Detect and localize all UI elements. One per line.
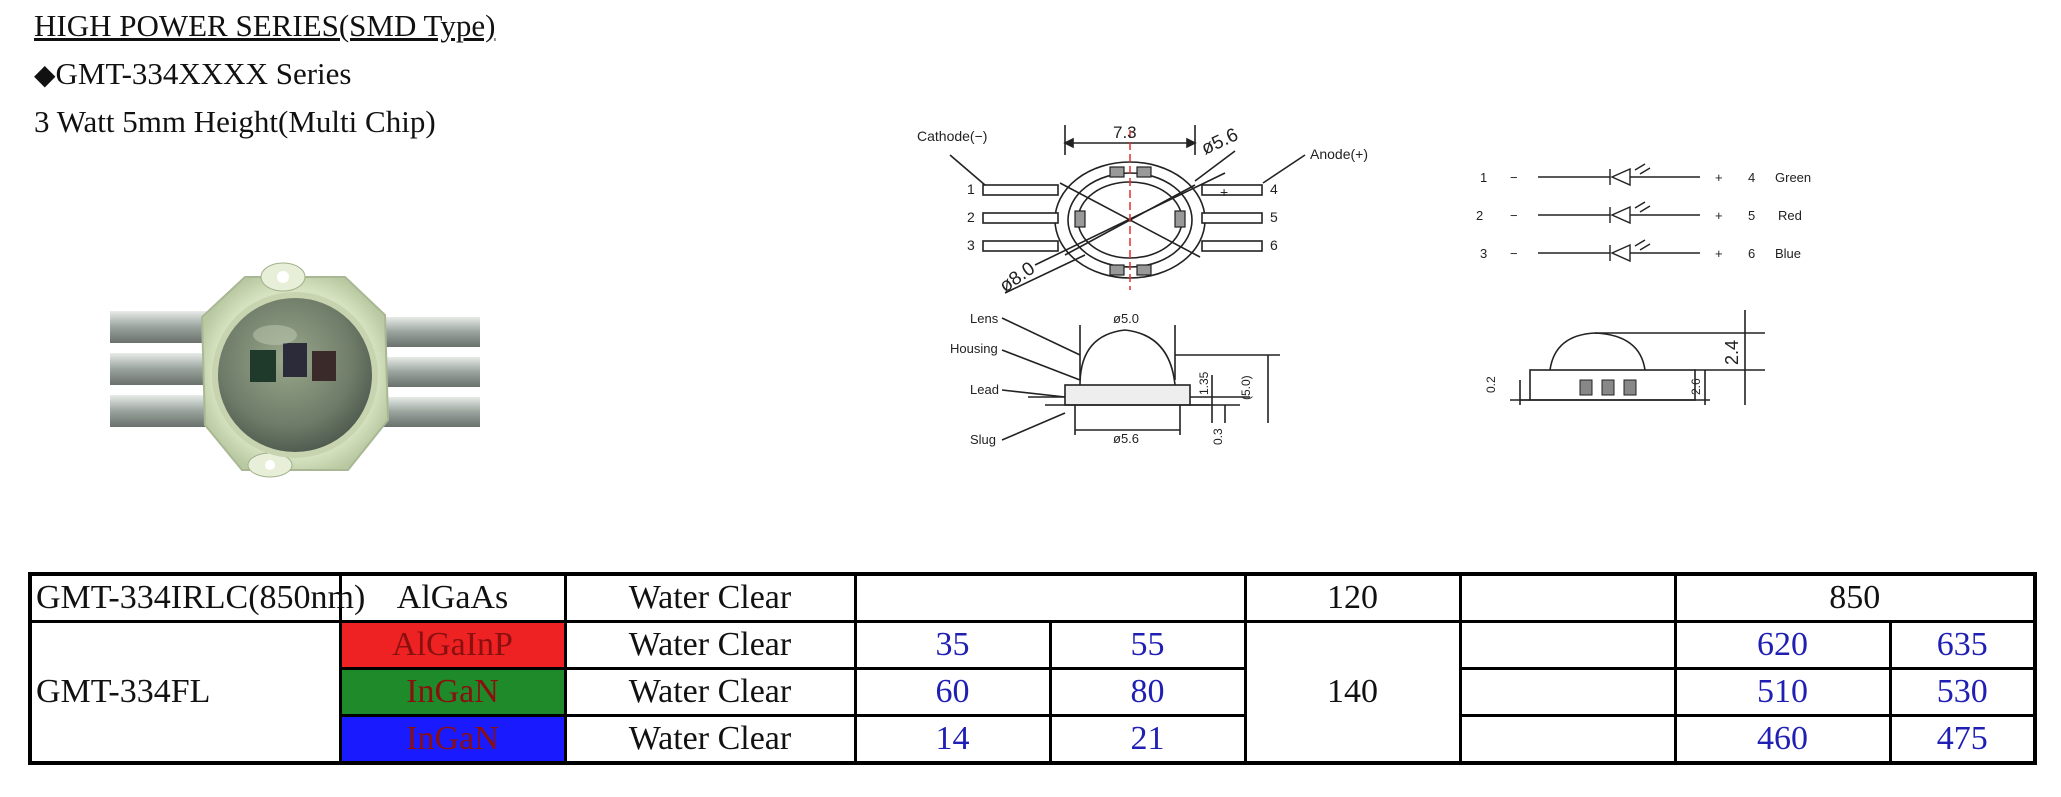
empty-cell (1458, 572, 1677, 623)
schematic-green: Green (1775, 170, 1811, 185)
angle-cell: 140 (1243, 620, 1462, 765)
pin-6: 6 (1270, 237, 1278, 253)
slug-label: Slug (970, 432, 996, 447)
intensity-min: 35 (853, 620, 1052, 670)
material-cell-green: InGaN (338, 666, 567, 717)
lens-label: Lens (970, 311, 999, 326)
circuit-schematic: 1 − 4 + Green 2 − 5 + Red 3 − 6 + Blue (1476, 163, 1811, 263)
wavelength-max: 530 (1888, 666, 2037, 717)
angle-cell: 120 (1243, 572, 1462, 623)
intensity-min: 60 (853, 666, 1052, 717)
pin-2: 2 (967, 209, 975, 225)
table-row: InGaN Water Clear 14 21 460 475 (30, 713, 2037, 765)
material-cell-blue: InGaN (338, 713, 567, 765)
schematic-red: Red (1778, 208, 1802, 223)
dim-2-4: 2.4 (1722, 340, 1742, 365)
wavelength-min: 620 (1673, 620, 1892, 670)
side-view-drawing: Lens Housing Lead Slug ø5.0 ø5.6 1.35 (5… (950, 311, 1280, 447)
schematic-pin-3: 3 (1480, 246, 1487, 261)
pin-3: 3 (967, 237, 975, 253)
part-number-ir: GMT-334IRLC(850nm) (28, 572, 365, 623)
diamond-bullet-icon: ◆ (34, 58, 56, 91)
empty-cell (1458, 713, 1677, 765)
body-diameter: ø8.0 (996, 258, 1039, 297)
dim-2-6: 2.6 (1689, 378, 1703, 395)
lead-label: Lead (970, 382, 999, 397)
intensity-max: 80 (1048, 666, 1247, 717)
schematic-blue: Blue (1775, 246, 1801, 261)
schematic-pin-1: 1 (1480, 170, 1487, 185)
led-leads-left (110, 311, 210, 427)
wavelength-min: 510 (1673, 666, 1892, 717)
dim-0-2: 0.2 (1484, 376, 1498, 393)
dim-1-35: 1.35 (1197, 371, 1211, 395)
series-name: ◆GMT-334XXXX Series (34, 56, 351, 93)
svg-text:+: + (1715, 170, 1723, 185)
lens-cell: Water Clear (563, 620, 857, 670)
svg-text:+: + (1715, 208, 1723, 223)
intensity-max: 21 (1048, 713, 1247, 765)
dim-0-3: 0.3 (1211, 428, 1225, 445)
width-dimension: 7.3 (1113, 123, 1137, 142)
material-cell: AlGaAs (338, 572, 567, 623)
lens-diameter: ø5.6 (1198, 124, 1241, 159)
pin-4: 4 (1270, 181, 1278, 197)
schematic-pin-2: 2 (1476, 208, 1483, 223)
lens-cell: Water Clear (563, 713, 857, 765)
material-cell-red: AlGaInP (338, 620, 567, 670)
wavelength-cell: 850 (1673, 572, 2037, 623)
wavelength-min: 460 (1673, 713, 1892, 765)
svg-text:+: + (1220, 184, 1228, 200)
svg-text:−: − (1510, 208, 1518, 223)
schematic-pin-5: 5 (1748, 208, 1755, 223)
page-title: HIGH POWER SERIES(SMD Type) (34, 8, 496, 43)
svg-text:−: − (1510, 170, 1518, 185)
intensity-min: 14 (853, 713, 1052, 765)
led-photo (110, 262, 480, 478)
wavelength-max: 635 (1888, 620, 2037, 670)
wavelength-max: 475 (1888, 713, 2037, 765)
empty-cell (1458, 666, 1677, 717)
housing-label: Housing (950, 341, 998, 356)
anode-label: Anode(+) (1310, 146, 1368, 162)
pin-1: 1 (967, 181, 975, 197)
schematic-pin-6: 6 (1748, 246, 1755, 261)
series-label: GMT-334XXXX Series (55, 56, 352, 91)
slug-dimension: ø5.6 (1113, 431, 1139, 446)
schematic-pin-4: 4 (1748, 170, 1755, 185)
pin-5: 5 (1270, 209, 1278, 225)
lens-dimension: ø5.0 (1113, 311, 1139, 326)
cathode-label: Cathode(−) (917, 128, 987, 144)
lens-cell: Water Clear (563, 572, 857, 623)
intensity-max: 55 (1048, 620, 1247, 670)
part-number-fl: GMT-334FL (28, 620, 342, 765)
intensity-cell (853, 572, 1247, 623)
empty-cell (1458, 620, 1677, 670)
table-row: GMT-334FL AlGaInP Water Clear 35 55 140 … (28, 620, 2037, 765)
svg-text:−: − (1510, 246, 1518, 261)
table-row: InGaN Water Clear 60 80 510 530 (30, 666, 2037, 717)
table-row: GMT-334IRLC(850nm) AlGaAs Water Clear 12… (28, 572, 2037, 623)
product-subtitle: 3 Watt 5mm Height(Multi Chip) (34, 104, 436, 139)
spec-table: GMT-334IRLC(850nm) AlGaAs Water Clear 12… (28, 572, 2037, 765)
led-leads-right (380, 317, 480, 427)
top-view-drawing: 7.3 ø5.6 ø8.0 Cathode(−) Anode(+) 1 2 3 … (917, 123, 1368, 297)
dim-5-0: (5.0) (1239, 375, 1253, 400)
svg-text:+: + (1715, 246, 1723, 261)
lens-cell: Water Clear (563, 666, 857, 717)
profile-drawing: 2.4 2.6 0.2 (1484, 310, 1765, 405)
